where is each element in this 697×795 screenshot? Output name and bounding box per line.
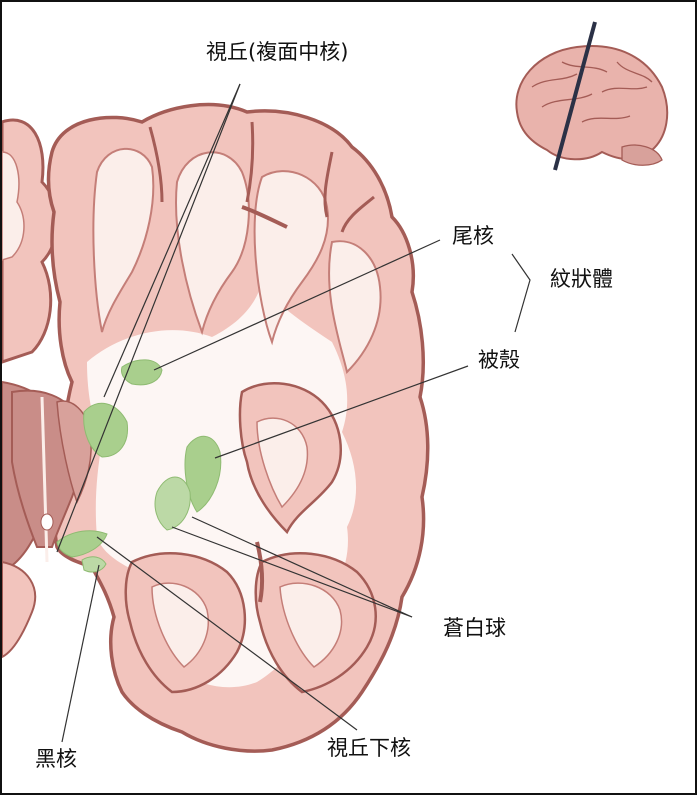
label-subthalamic: 視丘下核 bbox=[327, 738, 411, 759]
label-substantia-nigra: 黑核 bbox=[35, 749, 77, 770]
label-caudate: 尾核 bbox=[452, 226, 494, 247]
label-striatum: 紋狀體 bbox=[550, 269, 613, 290]
label-thalamus: 視丘(複面中核) bbox=[206, 42, 348, 63]
label-globus-pallidus: 蒼白球 bbox=[443, 618, 506, 639]
inset-brain bbox=[516, 22, 667, 170]
label-putamen: 被殼 bbox=[478, 350, 520, 371]
